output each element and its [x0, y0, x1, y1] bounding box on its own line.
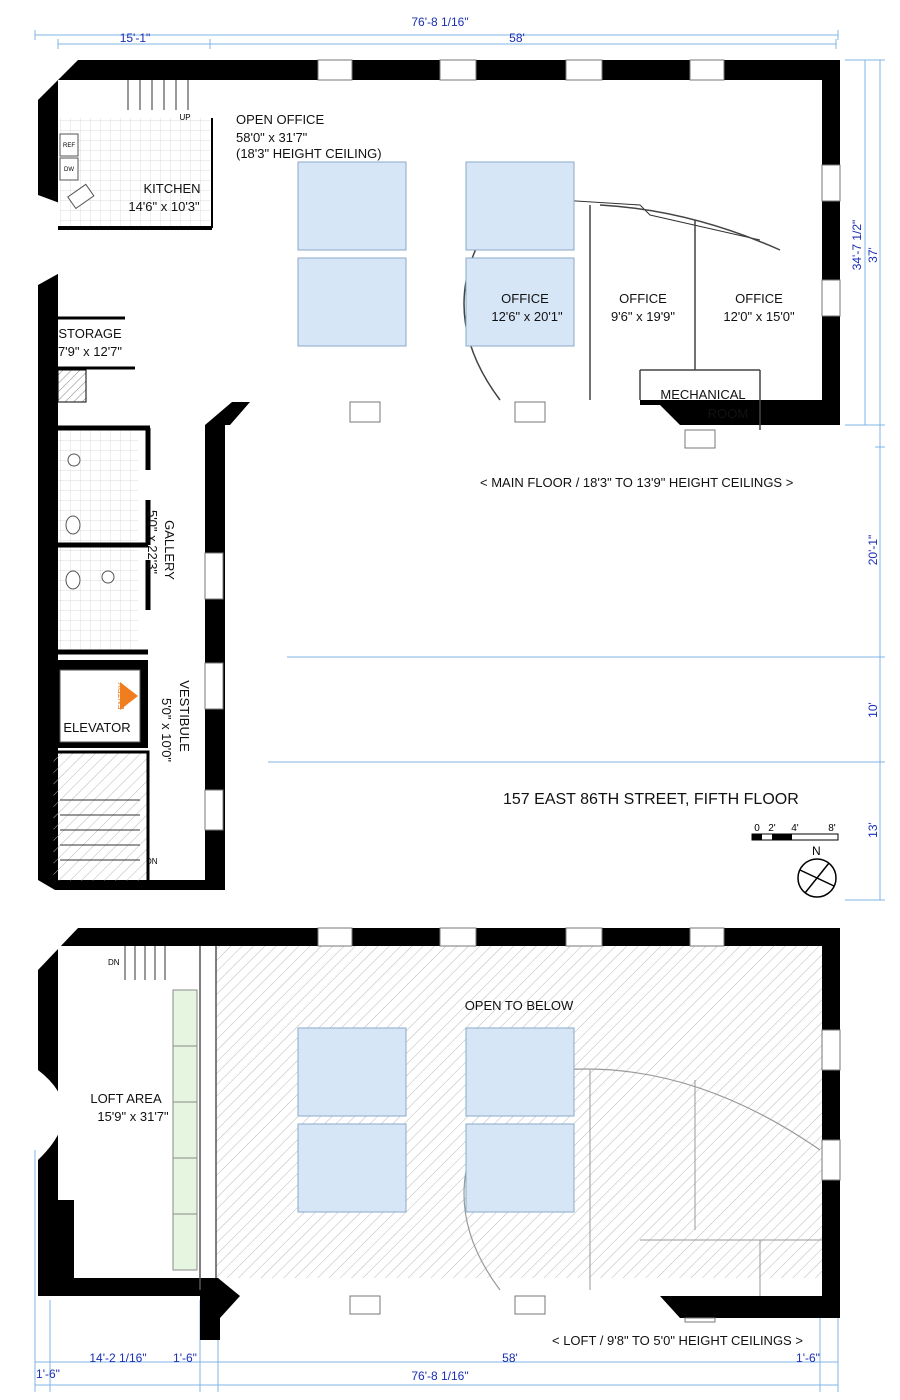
dim-right-mid: 20'-1"	[866, 535, 880, 566]
storage-size: 7'9" x 12'7"	[58, 344, 122, 359]
loft-area-size: 15'9" x 31'7"	[97, 1109, 169, 1124]
entry-label: ENTRY	[117, 682, 126, 710]
skylights-main	[297, 161, 575, 347]
office1-name: OFFICE	[501, 291, 549, 306]
address-title: 157 EAST 86TH STREET, FIFTH FLOOR	[503, 791, 799, 808]
vestibule-name: VESTIBULE	[177, 680, 192, 752]
loft-glass-railing	[172, 989, 198, 1271]
stair-dn-label: DN	[146, 857, 158, 866]
bathroom-floors	[58, 430, 138, 650]
dim-right-ten: 10'	[866, 702, 880, 718]
compass-n-label: N	[812, 844, 821, 858]
loft-walls	[38, 928, 840, 1340]
dim-bottom-small-left: 1'-6"	[36, 1367, 60, 1381]
elevator-cab	[59, 669, 141, 743]
kitchen-size: 14'6" x 10'3"	[128, 199, 200, 214]
loft-stair-dn-label: DN	[108, 958, 120, 967]
dim-top-total: 76'-8 1/16"	[411, 15, 468, 29]
compass-icon: N	[797, 844, 837, 898]
sink-icon	[67, 183, 95, 210]
gallery-size: 5'0" x 22'3"	[145, 510, 160, 574]
vestibule-size: 5'0" x 10'0"	[159, 698, 174, 762]
office3-name: OFFICE	[735, 291, 783, 306]
office1-size: 12'6" x 20'1"	[491, 309, 563, 324]
loft-area-name: LOFT AREA	[90, 1091, 162, 1106]
scale-bar: 0 2' 4' 8'	[751, 823, 839, 841]
main-floor-labels: OPEN OFFICE 58'0" x 31'7" (18'3" HEIGHT …	[58, 112, 795, 762]
main-stair	[50, 750, 150, 884]
kitchen-name: KITCHEN	[143, 181, 200, 196]
dimension-labels: 76'-8 1/16" 15'-1" 58' 34'-7 1/2" 37' 20…	[36, 15, 880, 1383]
dim-bottom-total: 76'-8 1/16"	[411, 1369, 468, 1383]
skylights-loft	[297, 1027, 575, 1213]
loft-labels: OPEN TO BELOW LOFT AREA 15'9" x 31'7" < …	[90, 998, 803, 1348]
windows-main	[204, 59, 841, 831]
open-office-note: (18'3" HEIGHT CEILING)	[236, 146, 382, 161]
toilet-icon	[65, 515, 81, 535]
mechanical-name2: ROOM	[708, 406, 748, 421]
toilet-icon	[65, 570, 81, 590]
mechanical-name: MECHANICAL	[660, 387, 745, 402]
dim-bottom-right: 58'	[502, 1351, 518, 1365]
office2-name: OFFICE	[619, 291, 667, 306]
dw-label: DW	[64, 167, 74, 173]
dishwasher	[59, 157, 79, 181]
gallery-name: GALLERY	[162, 520, 177, 580]
dim-bottom-left: 14'-2 1/16"	[89, 1351, 146, 1365]
refrigerator	[59, 133, 79, 157]
main-floor-caption: < MAIN FLOOR / 18'3" TO 13'9" HEIGHT CEI…	[480, 475, 793, 490]
scale-label: 0	[754, 823, 760, 834]
scale-label: 4'	[791, 823, 799, 834]
sink-icon	[67, 453, 81, 467]
sink-icon	[101, 570, 115, 584]
office3-size: 12'0" x 15'0"	[723, 309, 795, 324]
scale-label: 8'	[828, 823, 836, 834]
office2-size: 9'6" x 19'9"	[611, 309, 675, 324]
dim-right-total: 37'	[866, 247, 880, 263]
loft-stair	[124, 946, 166, 980]
dim-right-thirteen: 13'	[866, 822, 880, 838]
dim-right-upper: 34'-7 1/2"	[850, 220, 864, 271]
open-office-name: OPEN OFFICE	[236, 112, 324, 127]
open-to-below-label: OPEN TO BELOW	[465, 998, 574, 1013]
dim-bottom-right-small: 1'-6"	[796, 1351, 820, 1365]
storage-name: STORAGE	[58, 326, 122, 341]
scale-label: 2'	[768, 823, 776, 834]
main-floor: REF DW UP ENTRY DN	[38, 59, 841, 890]
open-office-size: 58'0" x 31'7"	[236, 130, 308, 145]
dimension-lines	[34, 30, 885, 1392]
dim-top-right: 58'	[509, 31, 525, 45]
up-label: UP	[179, 113, 190, 122]
elevator-name: ELEVATOR	[63, 720, 130, 735]
dim-top-left: 15'-1"	[120, 31, 151, 45]
loft-caption: < LOFT / 9'8" TO 5'0" HEIGHT CEILINGS >	[552, 1333, 803, 1348]
entry-arrow	[120, 682, 138, 710]
ref-label: REF	[63, 143, 75, 149]
windows-loft	[317, 927, 841, 1323]
dim-bottom-mid-small: 1'-6"	[173, 1351, 197, 1365]
kitchen-stair	[127, 80, 189, 110]
loft-floor: DN	[38, 927, 841, 1340]
kitchen-floor	[60, 118, 210, 226]
